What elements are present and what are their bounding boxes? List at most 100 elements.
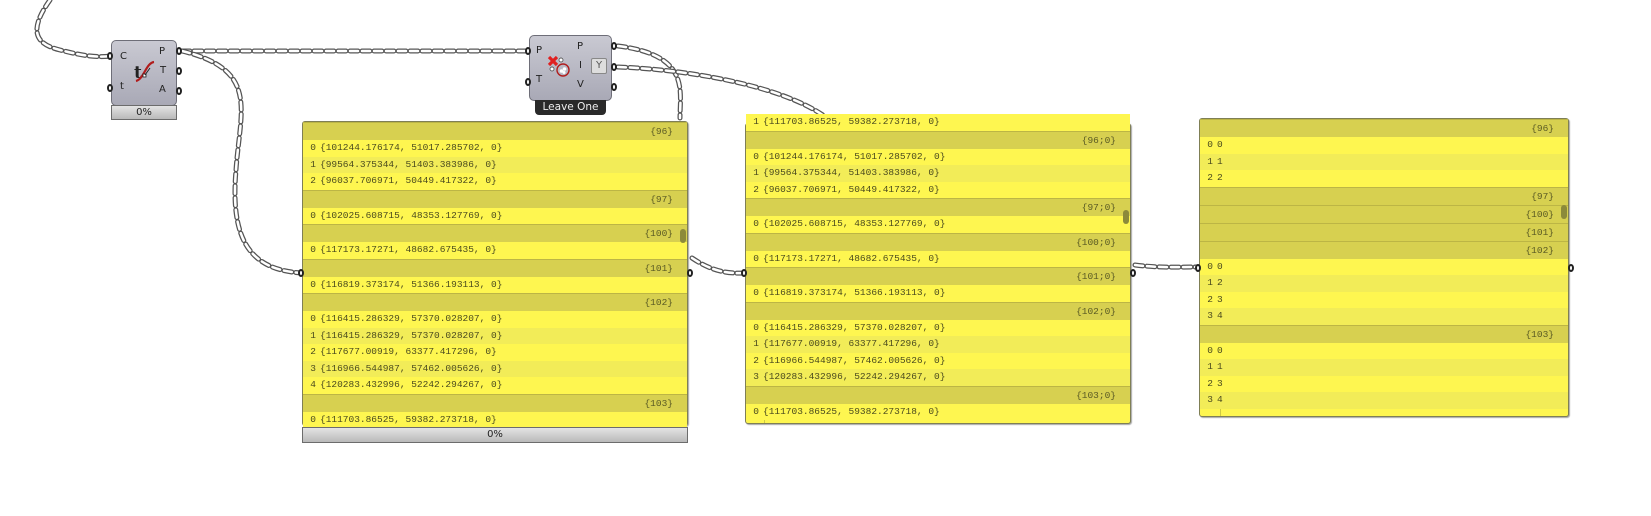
item-index: 3 (1207, 394, 1213, 405)
evaluate-input-t-grip[interactable] (107, 84, 113, 92)
branch-header: {96} (1200, 119, 1568, 137)
item-index: 3 (310, 362, 316, 374)
item-index: 1 (1207, 277, 1213, 288)
panel-item: 0{116819.373174, 51366.193113, 0} (303, 276, 687, 293)
item-value: {111703.86525, 59382.273718, 0} (763, 405, 940, 417)
output-a-label: A (159, 84, 166, 95)
item-index: 2 (1207, 377, 1213, 389)
panel3-output-grip[interactable] (1568, 264, 1574, 272)
panel-scrollbar[interactable] (1123, 210, 1129, 224)
panel-item: 1{99564.375344, 51403.383986, 0} (303, 156, 687, 173)
evaluate-output-p-grip[interactable] (176, 47, 182, 55)
leaveone-input-t-grip[interactable] (525, 78, 531, 86)
cull-point-icon (547, 55, 570, 77)
wire-panel1-to-panel2[interactable] (689, 255, 748, 276)
evaluate-progress-bar: 0% (111, 105, 177, 120)
item-index: 0 (1207, 344, 1213, 356)
item-value: {120283.432996, 52242.294267, 0} (320, 379, 503, 390)
wire-panel2-to-panel3[interactable] (1132, 262, 1202, 270)
item-value: {116819.373174, 51366.193113, 0} (320, 278, 503, 290)
output-v-label: V (577, 79, 584, 90)
panel-scrollbar[interactable] (680, 229, 686, 243)
item-index: 3 (753, 371, 759, 382)
item-index: 3 (1207, 310, 1213, 321)
item-index: 0 (753, 218, 759, 229)
evaluate-curve-node[interactable]: C t P T A t (111, 40, 177, 106)
panel1-input-grip[interactable] (298, 269, 304, 277)
output-t-label: T (160, 65, 167, 76)
item-value: 4 (1217, 310, 1223, 321)
panel-item: 0{111703.86525, 59382.273718, 0} (303, 411, 687, 428)
item-index: 0 (310, 413, 316, 425)
input-t-label: T (536, 74, 543, 85)
leaveone-output-i-grip[interactable] (611, 63, 617, 71)
panel-item: 1{99564.375344, 51403.383986, 0} (746, 165, 1130, 182)
evaluate-input-c-grip[interactable] (107, 52, 113, 60)
item-index: 1 (310, 329, 316, 341)
item-index: 1 (753, 338, 759, 349)
panel-rows: 1{111703.86525, 59382.273718, 0}{96;0}0{… (746, 114, 1130, 420)
item-value: {116819.373174, 51366.193113, 0} (763, 287, 946, 298)
panel-item: 1{111703.86525, 59382.273718, 0} (746, 114, 1130, 131)
panel-item: 2 {96037.706971, 50449.417322, 0} (303, 173, 687, 190)
panel-item: 0{116415.286329, 57370.028207, 0} (303, 311, 687, 328)
item-value: {116415.286329, 57370.028207, 0} (320, 313, 503, 324)
item-value: {96037.706971, 50449.417322, 0} (763, 183, 940, 195)
panel-item: 1{117677.00919, 63377.417296, 0} (746, 336, 1130, 353)
item-value: {96037.706971, 50449.417322, 0} (320, 175, 497, 186)
item-value: {117173.17271, 48682.675435, 0} (763, 252, 940, 264)
filter-icon[interactable]: Y (591, 58, 607, 74)
panel2-input-grip[interactable] (741, 269, 747, 277)
item-value: {99564.375344, 51403.383986, 0} (320, 158, 497, 170)
leaveone-output-p-grip[interactable] (611, 42, 617, 50)
branch-header: {100} (1200, 204, 1568, 223)
panel-scrollbar[interactable] (1561, 205, 1567, 219)
item-index: 2 (1207, 172, 1213, 183)
wire-p-to-panel1[interactable] (179, 48, 305, 276)
panel-item: 0{101244.176174, 51017.285702, 0} (746, 148, 1130, 165)
branch-header: {97;0} (746, 198, 1130, 216)
wire-leaveone-p-to-panel1[interactable] (615, 43, 683, 121)
panel-culled-points[interactable]: 1{111703.86525, 59382.273718, 0}{96;0}0{… (745, 114, 1131, 424)
item-value: {102025.608715, 48353.127769, 0} (320, 209, 503, 221)
item-index: 0 (753, 287, 759, 298)
evaluate-output-t-grip[interactable] (176, 67, 182, 75)
branch-header: {96;0} (746, 130, 1130, 149)
leaveone-input-p-grip[interactable] (525, 47, 531, 55)
wire-curve-to-evaluate[interactable] (34, 0, 114, 60)
panel3-input-grip[interactable] (1195, 264, 1201, 272)
item-index: 0 (310, 209, 316, 221)
item-index: 1 (753, 116, 759, 127)
item-index: 2 (753, 183, 759, 195)
input-c-label: C (120, 51, 127, 62)
wire-leaveone-i-to-panel2[interactable] (615, 64, 838, 128)
item-index: 4 (310, 379, 316, 390)
branch-header: {103;0} (746, 385, 1130, 404)
item-value: {99564.375344, 51403.383986, 0} (763, 167, 940, 178)
svg-text:t: t (134, 63, 142, 83)
panel2-output-grip[interactable] (1130, 269, 1136, 277)
input-p-label: P (536, 45, 543, 56)
item-value: {101244.176174, 51017.285702, 0} (320, 142, 503, 153)
item-value: {120283.432996, 52242.294267, 0} (763, 371, 946, 382)
item-value: 0 (1217, 139, 1223, 150)
leave-one-node[interactable]: P T P I V Y (529, 35, 612, 101)
leaveone-output-v-grip[interactable] (611, 83, 617, 91)
output-p-label: P (159, 46, 166, 57)
branch-header: {103} (303, 393, 687, 412)
item-index: 0 (753, 405, 759, 417)
panel1-progress-label: 0% (487, 429, 503, 440)
branch-header: {101} (1200, 222, 1568, 241)
panel-points[interactable]: {96}0{101244.176174, 51017.285702, 0}1{9… (302, 121, 688, 428)
evaluate-output-a-grip[interactable] (176, 87, 182, 95)
panel1-output-grip[interactable] (687, 269, 693, 277)
item-index: 2 (310, 175, 316, 186)
panel-item: 0{117173.17271, 48682.675435, 0} (746, 250, 1130, 267)
